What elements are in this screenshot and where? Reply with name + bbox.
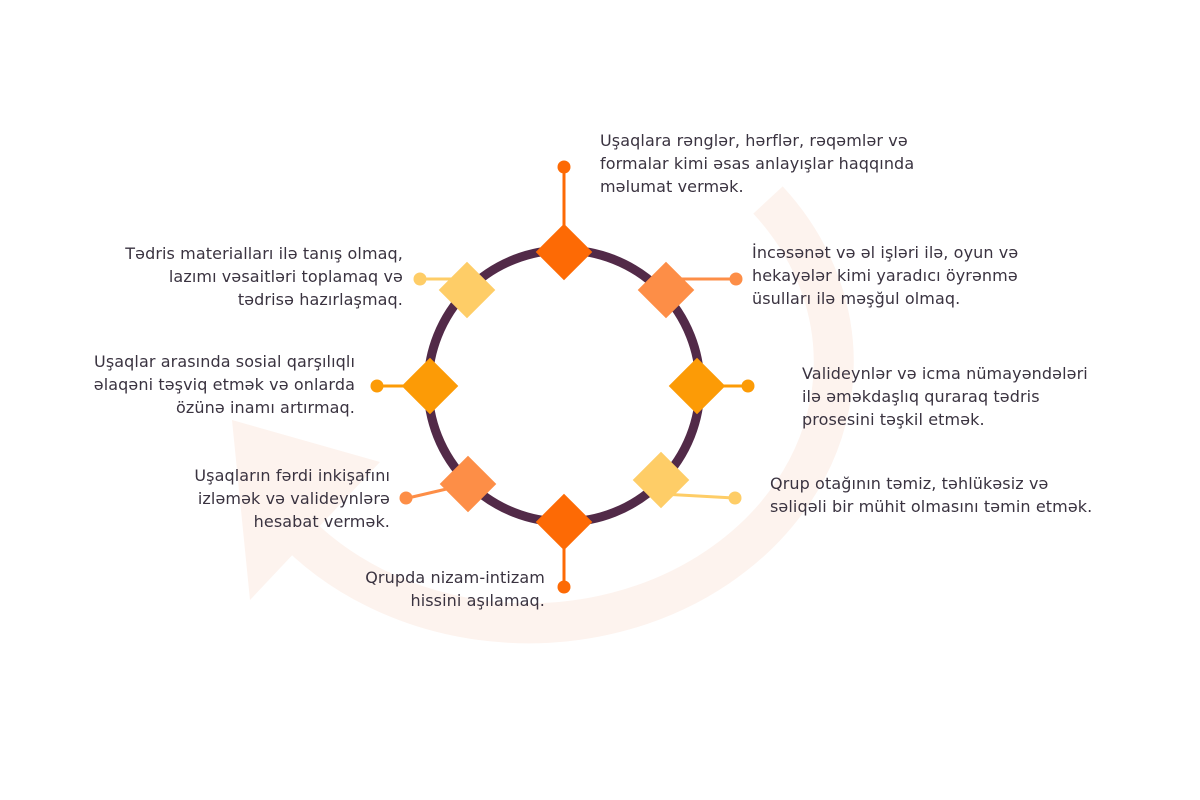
step-label-line: Uşaqların fərdi inkişafını [194, 466, 390, 485]
background-arrow-arc [274, 186, 854, 644]
diamond-marker-bottom [535, 493, 593, 551]
connector-dot-right [741, 379, 755, 393]
connector-dot-top-right [729, 272, 743, 286]
step-label-line: tədrisə hazırlaşmaq. [237, 290, 403, 309]
step-label-top: Uşaqlara rənglər, hərflər, rəqəmlər və f… [600, 129, 914, 198]
step-markers [401, 223, 726, 551]
step-label-line: prosesini təşkil etmək. [802, 410, 985, 429]
step-label-top-right: İncəsənət və əl işləri ilə, oyun və heka… [752, 241, 1018, 310]
step-label-line: məlumat vermək. [600, 177, 744, 196]
step-label-line: Uşaqlara rənglər, hərflər, rəqəmlər və [600, 131, 908, 150]
step-label-line: formalar kimi əsas anlayışlar haqqında [600, 154, 915, 173]
step-label-right: Valideynlər və icma nümayəndələri ilə əm… [802, 362, 1088, 431]
step-label-line: səliqəli bir mühit olmasını təmin etmək. [770, 497, 1093, 516]
connector-dot-bottom-left [399, 491, 413, 505]
step-label-line: hesabat vermək. [253, 512, 390, 531]
background-arrowhead [232, 420, 380, 600]
diamond-marker-top-right [637, 261, 695, 319]
step-label-line: Uşaqlar arasında sosial qarşılıqlı [94, 352, 355, 371]
connector-dot-bottom-right [728, 491, 742, 505]
diamond-marker-left [401, 357, 459, 415]
step-label-bottom-right: Qrup otağının təmiz, təhlükəsiz və səliq… [770, 472, 1092, 518]
step-label-line: əlaqəni təşviq etmək və onlarda [93, 375, 355, 394]
connector-dot-left [370, 379, 384, 393]
step-label-top-left: Tədris materialları ilə tanış olmaq, laz… [125, 242, 403, 311]
diamond-marker-right [668, 357, 726, 415]
connector-dot-bottom [557, 580, 571, 594]
step-label-line: Valideynlər və icma nümayəndələri [802, 364, 1088, 383]
step-label-line: hekayələr kimi yaradıcı öyrənmə [752, 266, 1018, 285]
step-label-bottom: Qrupda nizam-intizam hissini aşılamaq. [365, 566, 545, 612]
step-label-line: üsulları ilə məşğul olmaq. [752, 289, 961, 308]
step-label-line: hissini aşılamaq. [410, 591, 545, 610]
step-label-line: ilə əməkdaşlıq quraraq tədris [802, 387, 1040, 406]
step-label-line: Qrup otağının təmiz, təhlükəsiz və [770, 474, 1049, 493]
step-label-line: izləmək və valideynlərə [197, 489, 390, 508]
connector-dot-top [557, 160, 571, 174]
connector-dot-top-left [413, 272, 427, 286]
step-label-line: İncəsənət və əl işləri ilə, oyun və [752, 243, 1019, 262]
connectors [370, 160, 755, 594]
step-label-line: özünə inamı artırmaq. [175, 398, 355, 417]
step-label-line: lazımı vəsaitləri toplamaq və [168, 267, 403, 286]
step-label-left: Uşaqlar arasında sosial qarşılıqlı əlaqə… [94, 350, 355, 419]
step-label-line: Tədris materialları ilə tanış olmaq, [125, 244, 403, 263]
step-label-bottom-left: Uşaqların fərdi inkişafını izləmək və va… [194, 464, 390, 533]
step-label-line: Qrupda nizam-intizam [365, 568, 545, 587]
diamond-marker-top [535, 223, 593, 281]
background-circular-arrow [232, 186, 854, 644]
